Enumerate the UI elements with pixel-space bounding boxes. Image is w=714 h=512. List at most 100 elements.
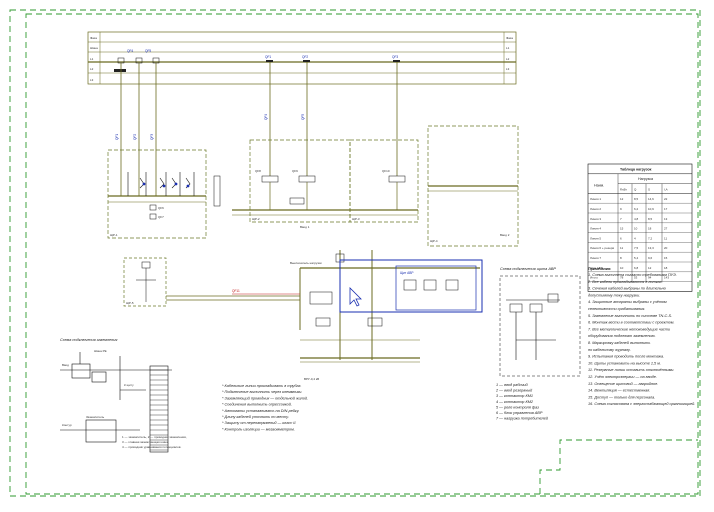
- table-cell: 27: [664, 227, 668, 231]
- avr-detail-title: Схема подключения щита АВР: [500, 267, 556, 271]
- cable-label: QF4: [264, 114, 268, 120]
- grounding-label: К щиту: [124, 383, 134, 387]
- cursor-icon: [349, 287, 362, 307]
- cabinet-left: ЩР-1 QF6 QF7: [107, 149, 221, 239]
- table-cell: 143: [664, 276, 669, 280]
- note-line: 7. Все металлические нетоковедущие части: [588, 327, 671, 331]
- breaker-tag: QF7: [158, 215, 164, 219]
- table-cell: 9,6: [648, 256, 653, 260]
- avr-legend-line: 4 — контактор КМ2: [496, 400, 534, 404]
- cabinet-small: ЩР-5: [123, 257, 300, 307]
- table-cell: 8: [620, 256, 622, 260]
- note-line: селективности срабатывания.: [588, 307, 645, 311]
- cable-label: QF5: [301, 114, 305, 120]
- note-line: по кабельному журналу.: [588, 348, 631, 352]
- note-line: 11. Резервные линии оставить отключённым…: [588, 368, 674, 372]
- note-line: 9. Испытания проводить после монтажа.: [588, 355, 664, 359]
- avr-legend-line: 3 — контактор КМ1: [496, 394, 533, 398]
- bus-row-label: L2: [90, 67, 94, 71]
- grounding-caption: 1 — заземлитель, 2 — проводник заземлени…: [122, 435, 187, 439]
- table-cell: 53: [634, 276, 638, 280]
- center-notes: * Кабельные линии прокладывать в трубах.…: [222, 384, 308, 431]
- feeder-tag: QF1: [265, 55, 271, 59]
- table-cell: 17: [664, 207, 668, 211]
- note-line: 5. Заземление выполнить по системе TN-C-…: [588, 314, 672, 318]
- grounding-label: Заземлитель: [86, 415, 105, 419]
- switch-label: Выключатель нагрузки: [290, 261, 322, 265]
- cable-label: QF2: [133, 134, 137, 140]
- table-subheader: Р,кВт: [620, 187, 627, 191]
- center-note-line: * Длину кабелей уточнить по месту.: [222, 415, 289, 419]
- feeder-tags: QF1 QF2 QF3 QF4 QF5: [127, 49, 400, 62]
- table-cell: 10: [620, 266, 624, 270]
- center-note-line: * Защиту от перенапряжений — класс II.: [222, 421, 296, 425]
- center-note-line: * Контроль изоляции — мегаомметром.: [222, 427, 295, 431]
- breaker-tag: QF8: [255, 169, 261, 173]
- table-cell: 11: [620, 246, 623, 250]
- note-line: 8. Маркировку кабелей выполнить: [588, 341, 650, 345]
- avr-label: Щит АВР: [400, 271, 414, 275]
- table-cell: 10: [634, 227, 638, 231]
- central-distribution: Выключатель нагрузки ВРУ-0,4 кВ QF11: [232, 250, 480, 381]
- table-cell: 78: [620, 276, 624, 280]
- cabinet-label: ЩР-5: [126, 301, 134, 305]
- table-cell: 12: [648, 266, 652, 270]
- avr-legend-line: 1 — ввод рабочий: [496, 383, 529, 387]
- note-line: 15. Доступ — только для персонала.: [588, 395, 655, 399]
- table-cell: Линия 2: [590, 207, 601, 211]
- bus-row-label: L3: [90, 78, 94, 82]
- grounding-caption: 3 — главная заземляющая шина,: [122, 440, 169, 444]
- cabinet-label: ЩР-3: [352, 217, 360, 221]
- table-cell: 14,6: [648, 197, 654, 201]
- avr-legend-line: 5 — реле контроля фаз: [496, 405, 539, 409]
- bus-row-label: L1: [90, 57, 94, 61]
- drawing-frame: [9, 9, 701, 497]
- table-cell: 6,2: [634, 207, 639, 211]
- table-cell: 13,3: [648, 246, 654, 250]
- breaker-tag: QF9: [292, 169, 298, 173]
- cabinet-caption: Ввод 1: [300, 225, 310, 229]
- table-subheader: I,А: [664, 187, 668, 191]
- bus-row-label-right: L3: [506, 67, 510, 71]
- table-cell: 22: [664, 197, 668, 201]
- table-header: Наим.: [594, 184, 604, 188]
- note-line: 14. Вентиляция — естественная.: [588, 389, 650, 393]
- grounding-caption: 4 — проводник уравнивания потенциалов.: [122, 445, 181, 449]
- table-cell: 7: [620, 217, 622, 221]
- table-cell: 18: [648, 227, 652, 231]
- table-cell: 5,4: [634, 256, 639, 260]
- table-cell: Линия 5: [590, 236, 601, 240]
- table-cell: Щит АВР: [590, 266, 603, 270]
- table-cell: 10,9: [648, 207, 654, 211]
- center-note-line: * Кабельные линии прокладывать в трубах.: [222, 384, 302, 388]
- note-line: оборудования подлежат заземлению.: [588, 334, 656, 338]
- table-cell: 4: [634, 236, 636, 240]
- feeder-tag: QF2: [302, 55, 308, 59]
- cable-label: QF1: [115, 134, 119, 140]
- table-cell: 12: [620, 197, 624, 201]
- table-cell: 6: [620, 236, 622, 240]
- table-cell: 4,8: [634, 217, 639, 221]
- grounding-label: Ввод: [62, 363, 69, 367]
- avr-selected-box[interactable]: Щит АВР: [339, 259, 483, 313]
- avr-legend-line: 7 — нагрузка потребителей: [496, 417, 549, 421]
- table-cell: 13: [664, 217, 668, 221]
- cable-label: QF3: [150, 134, 154, 140]
- note-line: 4. Защитные аппараты выбраны с учётом: [588, 300, 667, 304]
- table-cell: 8,5: [634, 197, 639, 201]
- bus-row-label: Фаза: [90, 36, 97, 40]
- table-cell: 7,2: [648, 236, 653, 240]
- cable-annotations: QF1 QF2 QF3 QF4 QF5: [115, 114, 305, 140]
- center-note-line: * Соединения выполнить опрессовкой.: [222, 403, 292, 407]
- note-line: 6. Монтаж вести в соответствии с проекто…: [588, 321, 675, 325]
- center-note-line: * Подключение выполнить через клеммники.: [222, 390, 302, 394]
- table-cell: 7,5: [634, 246, 639, 250]
- center-note-line: * Автоматы устанавливать на DIN-рейку.: [222, 409, 300, 413]
- note-line: 13. Освещение щитовой — аварийное.: [588, 382, 658, 386]
- table-cell: 94: [648, 276, 652, 280]
- table-cell: Линия 6 + резерв: [590, 246, 614, 250]
- feeder-red-label: QF11: [232, 289, 240, 293]
- note-line: 1. Схема выполнена согласно требованиям …: [588, 273, 677, 277]
- table-cell: 20: [664, 246, 668, 250]
